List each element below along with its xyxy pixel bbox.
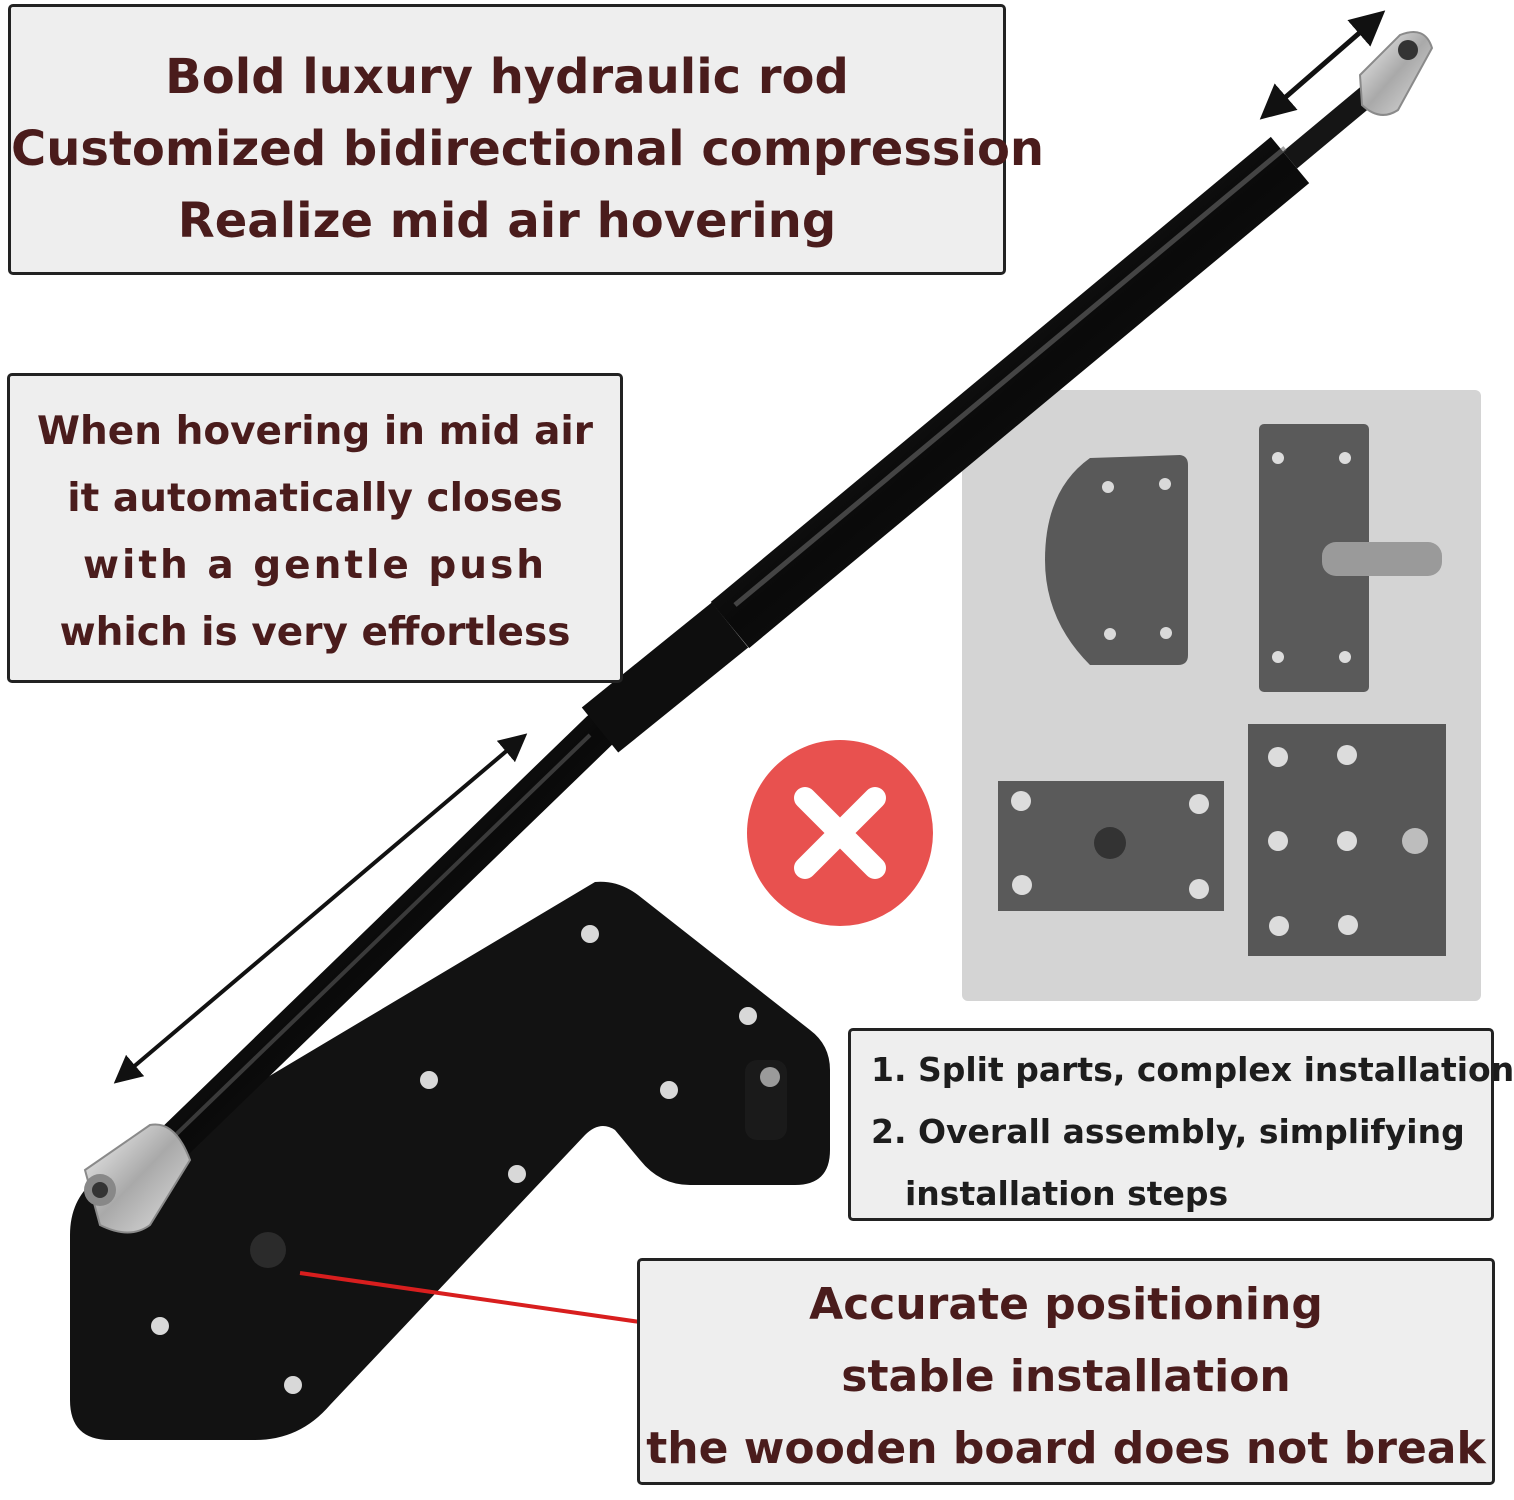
hover-line-2: it automatically closes [67, 476, 563, 521]
hover-feature-callout: When hovering in mid air it automaticall… [7, 373, 623, 683]
double-arrow-icon [1259, 10, 1386, 120]
rounded-bracket-plate [1045, 455, 1188, 665]
bottom-eyelet [83, 1123, 192, 1234]
positioning-line-3: the wooden board does not break [646, 1423, 1486, 1474]
base-plate [70, 881, 830, 1440]
headline-line-1: Bold luxury hydraulic rod [165, 49, 849, 105]
hover-line-4: which is very effortless [59, 610, 571, 655]
positioning-callout: Accurate positioning stable installation… [637, 1258, 1495, 1485]
headline-callout: Bold luxury hydraulic rod Customized bid… [8, 4, 1045, 275]
headline-line-3: Realize mid air hovering [177, 193, 837, 249]
positioning-line-1: Accurate positioning [809, 1279, 1323, 1330]
comparison-item-2-cont: installation steps [905, 1174, 1229, 1213]
comparison-item-1: 1. Split parts, complex installation [871, 1050, 1514, 1089]
pointer-line [299, 1271, 641, 1324]
pin-bracket-plate [1259, 424, 1369, 692]
hover-line-3: with a gentle push [82, 543, 548, 588]
hover-line-1: When hovering in mid air [37, 409, 593, 454]
pin [1322, 542, 1442, 576]
split-parts-group [998, 424, 1446, 956]
double-arrow-icon [113, 733, 528, 1084]
top-eyelet [1358, 31, 1434, 116]
headline-line-2: Customized bidirectional compression [11, 121, 1045, 177]
cross-icon [747, 740, 933, 926]
comparison-item-2: 2. Overall assembly, simplifying [871, 1112, 1465, 1151]
positioning-line-2: stable installation [841, 1351, 1291, 1402]
comparison-callout: 1. Split parts, complex installation 2. … [848, 1028, 1514, 1221]
